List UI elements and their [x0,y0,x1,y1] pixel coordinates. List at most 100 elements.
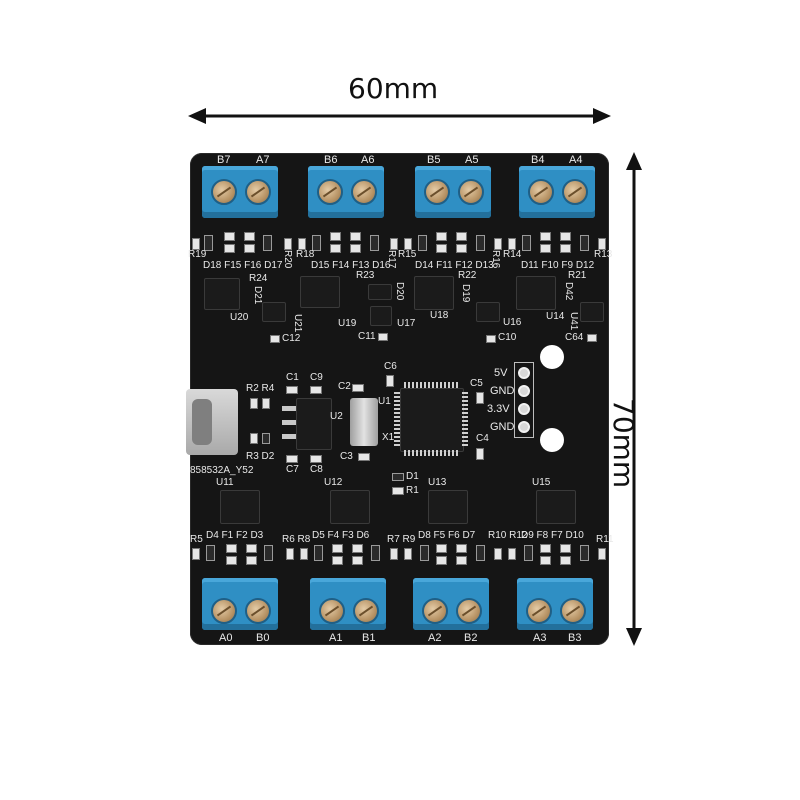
fuse-f13 [350,232,361,241]
screw-icon [211,598,237,624]
terminal-bottom-3-left-label: A2 [428,632,442,644]
resistor-r4 [262,398,270,409]
label-r24: R24 [249,273,268,284]
pin-3v3[interactable] [518,403,530,415]
pin-gnd-2[interactable] [518,421,530,433]
diode-d18 [204,235,213,251]
label-u19: U19 [338,318,357,329]
resistor-r2 [250,398,258,409]
fuse-f14b [330,244,341,253]
pin-5v[interactable] [518,367,530,379]
terminal-block-top-4 [519,166,595,218]
terminal-bottom-1-right-label: B0 [256,632,270,644]
ic-d20-pkg [368,284,392,300]
screw-icon [526,598,552,624]
regulator-pin [282,406,296,411]
cap-c1 [286,386,298,394]
label-u2: U2 [330,411,343,422]
resistor-r14 [508,238,516,250]
diode-d8 [420,545,429,561]
ic-u13 [428,490,468,524]
ic-u41-pkg [580,302,604,322]
fuse-f3 [352,544,363,553]
label-c64: C64 [565,332,584,343]
diode-d3 [264,545,273,561]
fuse-f14 [330,232,341,241]
label-u1-small: U1 [378,396,391,407]
label-d5-f4-f3-d6: D5 F4 F3 D6 [312,530,370,541]
terminal-top-2-left-label: B6 [324,154,338,166]
resistor-r9 [404,548,412,560]
resistor-r20 [284,238,292,250]
label-r20: R20 [282,250,293,269]
label-u21: U21 [292,314,303,333]
usb-c-connector[interactable] [186,389,238,455]
label-d9-f8-f7-d10: D9 F8 F7 D10 [521,530,584,541]
label-r21: R21 [568,270,587,281]
regulator-u2 [296,398,332,450]
screw-icon [424,179,450,205]
cap-c2 [352,384,364,392]
label-r1: R1 [406,485,419,496]
label-u11: U11 [216,477,234,488]
pin-header [514,362,534,438]
diode-d7 [476,545,485,561]
terminal-top-1-right-label: A7 [256,154,270,166]
label-c4: C4 [476,433,489,444]
terminal-block-bottom-3 [413,578,489,630]
fuse-f4 [332,544,343,553]
resistor-r8 [300,548,308,560]
pin-label-3v3: 3.3V [487,403,510,415]
terminal-block-top-1 [202,166,278,218]
label-r14: R14 [503,249,522,260]
label-d4-f1-f2-d3: D4 F1 F2 D3 [206,530,264,541]
mcu-pins-bottom [404,450,458,456]
label-c12: C12 [282,333,301,344]
resistor-r17 [390,238,398,250]
terminal-bottom-4-right-label: B3 [568,632,582,644]
terminal-block-top-2 [308,166,384,218]
ic-u14 [516,276,556,310]
terminal-block-top-3 [415,166,491,218]
diode-d11 [522,235,531,251]
fuse-f4b [332,556,343,565]
resistor-r7 [390,548,398,560]
cap-c12 [270,335,280,343]
cap-c5 [476,392,484,404]
ic-u21 [262,302,286,322]
resistor-r3 [250,433,258,444]
fuse-f6b [456,556,467,565]
cap-c11 [378,333,388,341]
label-r6-r8: R6 R8 [282,534,311,545]
fuse-f1 [226,544,237,553]
resistor-r11 [598,548,606,560]
fuse-f16b [244,244,255,253]
fuse-f6 [456,544,467,553]
terminal-bottom-1-left-label: A0 [219,632,233,644]
label-d18-f15-f16-d17: D18 F15 F16 D17 [203,260,283,271]
mcu-pins-left [394,392,400,446]
terminal-bottom-4-left-label: A3 [533,632,547,644]
label-d20: D20 [394,282,405,301]
fuse-f1b [226,556,237,565]
terminal-bottom-3-right-label: B2 [464,632,478,644]
ic-u18 [414,276,454,310]
fuse-f12b [456,244,467,253]
terminal-block-bottom-4 [517,578,593,630]
label-c6: C6 [384,361,397,372]
diode-d16 [370,235,379,251]
terminal-block-bottom-1 [202,578,278,630]
ic-u17 [370,306,392,326]
regulator-pin [282,420,296,425]
label-c3: C3 [340,451,353,462]
label-r5: R5 [190,534,203,545]
pin-gnd-1[interactable] [518,385,530,397]
label-r22: R22 [458,270,477,281]
fuse-f8b [540,556,551,565]
resistor-r12 [508,548,516,560]
terminal-top-3-right-label: A5 [465,154,479,166]
pin-label-5v: 5V [494,367,508,379]
fuse-f5 [436,544,447,553]
terminal-top-2-right-label: A6 [361,154,375,166]
label-u41: U41 [568,312,579,331]
